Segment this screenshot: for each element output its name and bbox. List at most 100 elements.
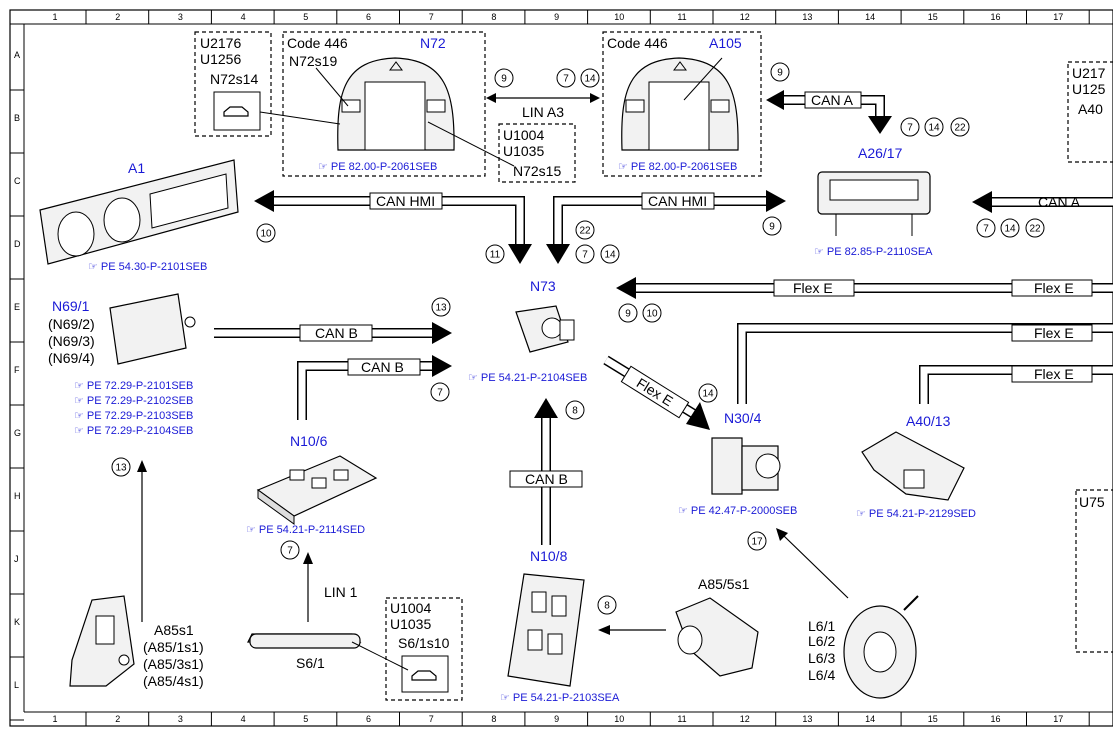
svg-text:7: 7 [983,224,989,235]
l6-1-name: L6/1 [808,618,835,634]
callout-circle: 7 [430,382,450,402]
a85-name-4: (A85/4s1) [143,673,204,689]
a105-overhead-panel [621,57,739,151]
lin-1-label: LIN 1 [324,584,358,600]
svg-text:17: 17 [751,537,763,548]
grid-row-label: B [14,113,20,123]
grid-column-label: 16 [990,12,1000,22]
n10-8-fuse-relay-module [507,573,585,687]
svg-text:14: 14 [928,123,940,134]
n72s14-dashed-box [194,31,272,137]
n72s14-code-2: U1256 [200,51,241,67]
flex-e-arrow-n73 [616,277,636,299]
callout-circle: 22 [575,220,595,240]
grid-row-label: E [14,302,20,312]
a1-instrument-cluster [39,159,239,265]
svg-text:13: 13 [115,463,127,474]
a40-13-camera-module [861,431,965,501]
grid-row-label: C [14,176,21,186]
arrow-s6-to-n10-6 [303,552,313,564]
s6-1-switch-strip [247,633,362,649]
can-hmi-arrow-n73-left [508,244,532,264]
n72s15-code-1: U1004 [503,127,544,143]
l6-3-name: L6/3 [808,650,835,666]
callout-circle: 13 [431,297,451,317]
arrow-a85-5-to-n10-8 [598,625,610,635]
can-hmi-arrow-n73-right [546,244,570,264]
a85-5s1-actuator [675,597,759,677]
n73-name: N73 [530,278,556,294]
grid-column-label: 8 [491,714,496,724]
n69-ref-4: ☞ PE 72.29-P-2104SEB [74,425,193,437]
n73-ref: ☞ PE 54.21-P-2104SEB [468,372,587,384]
grid-column-label: 4 [241,714,246,724]
svg-text:9: 9 [769,222,775,233]
a85-name-3: (A85/3s1) [143,656,204,672]
can-a-arrow-right [972,191,992,213]
grid-column-label: 2 [115,714,120,724]
callout-circle: 9 [494,68,514,88]
n72-ref: ☞ PE 82.00-P-2061SEB [318,161,437,173]
l6-2-name: L6/2 [808,633,835,649]
can-b-arrow-2 [432,355,452,377]
grid-column-label: 5 [303,12,308,22]
n69-ref-1: ☞ PE 72.29-P-2101SEB [74,380,193,392]
grid-column-label: 15 [928,714,938,724]
right-box-code-1: U217 [1072,65,1106,81]
a85-5s1-name: A85/5s1 [698,576,750,592]
grid-column-label: 17 [1053,12,1063,22]
a26-display-unit [817,171,931,236]
svg-text:10: 10 [260,229,272,240]
svg-text:14: 14 [604,250,616,261]
right-dashed-box-a [1067,61,1113,163]
svg-text:10: 10 [646,309,658,320]
callout-circle: 7 [556,68,576,88]
callout-circle: 17 [747,531,767,551]
n69-name-1: N69/1 [52,298,90,314]
grid-column-label: 14 [865,714,875,724]
svg-text:11: 11 [490,250,501,261]
l6-wheel-speed-disc [843,595,919,699]
a40-13-ref: ☞ PE 54.21-P-2129SED [856,508,976,520]
n10-8-ref: ☞ PE 54.21-P-2103SEA [500,692,620,704]
grid-column-label: 11 [677,714,686,724]
svg-text:8: 8 [604,601,610,612]
a26-name: A26/17 [858,145,903,161]
callout-circle: 14 [580,68,600,88]
flex-e-arrow-n30 [686,402,710,430]
callout-circle: 11 [485,244,505,264]
grid-column-label: 10 [614,714,624,724]
callout-circle: 9 [618,303,638,323]
can-a-label-top: CAN A [811,92,854,108]
n69-name-2: (N69/2) [48,316,95,332]
svg-text:7: 7 [563,74,569,85]
right-box-name: A40 [1078,101,1103,117]
car-icon [223,106,249,117]
grid-column-label: 7 [429,12,434,22]
grid-column-label: 9 [554,12,559,22]
a105-name: A105 [709,35,742,51]
grid-column-label: 3 [178,714,183,724]
svg-text:14: 14 [702,389,714,400]
svg-text:7: 7 [287,546,293,557]
can-hmi-label-left: CAN HMI [376,193,435,209]
n10-8-name: N10/8 [530,548,568,564]
a1-name: A1 [128,160,145,176]
can-b-arrow-3 [534,398,558,418]
flex-e-label-1: Flex E [793,280,833,296]
n10-6-name: N10/6 [290,433,328,449]
svg-text:9: 9 [625,309,631,320]
callout-circle: 7 [900,117,920,137]
grid-column-label: 13 [802,12,812,22]
n69-ref-2: ☞ PE 72.29-P-2102SEB [74,395,193,407]
n69-ref-3: ☞ PE 72.29-P-2103SEB [74,410,193,422]
n72-code: Code 446 [287,35,348,51]
a85-name-2: (A85/1s1) [143,639,204,655]
flex-e-label-3: Flex E [1034,325,1074,341]
callout-circle: 8 [597,595,617,615]
grid-column-label: 17 [1053,714,1063,724]
lin-a3-arrow-left [486,93,496,103]
s6-code-2: U1035 [390,616,431,632]
